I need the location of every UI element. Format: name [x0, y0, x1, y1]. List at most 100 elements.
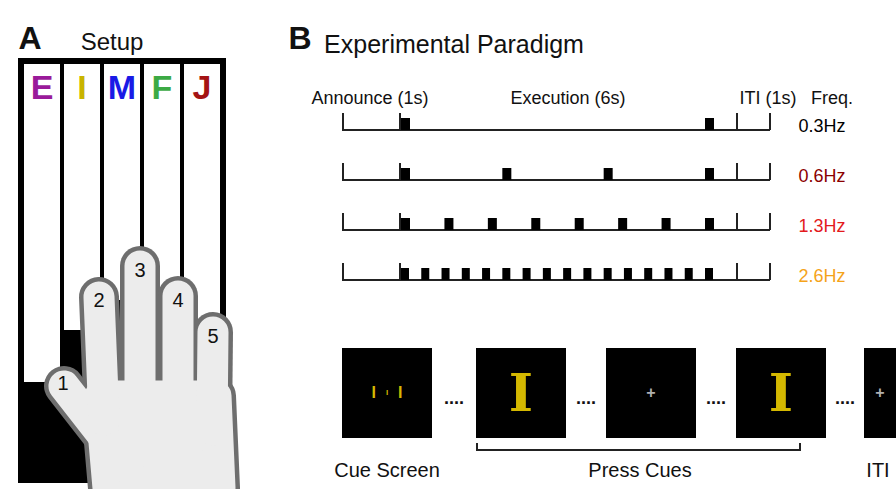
press-event	[705, 268, 713, 280]
press-cue-screen: I	[476, 348, 566, 438]
press-event	[583, 268, 591, 280]
frequency-label: 2.6Hz	[798, 267, 845, 285]
frequency-label: 0.3Hz	[798, 117, 845, 135]
screen-symbol: +	[646, 385, 655, 401]
hand-finger	[163, 296, 194, 420]
hand-finger	[212, 332, 213, 430]
press-event	[523, 268, 531, 280]
screen-symbol: I	[769, 367, 793, 419]
hand-finger	[125, 266, 156, 420]
screen-label: ITI	[866, 460, 889, 480]
timeline-tick	[736, 213, 738, 230]
ellipsis: ....	[444, 389, 464, 407]
press-event	[442, 268, 450, 280]
screen-symbol: I	[509, 367, 533, 419]
key-letter: M	[108, 70, 136, 104]
press-event	[618, 218, 627, 230]
timeline-tick	[399, 163, 401, 180]
press-event	[604, 168, 613, 180]
press-event	[662, 218, 671, 230]
ellipsis: ....	[576, 389, 596, 407]
timeline-row	[343, 263, 770, 280]
key-letter: J	[193, 70, 212, 104]
finger-number: 2	[93, 290, 104, 310]
hand-finger	[158, 296, 198, 420]
press-event	[575, 218, 584, 230]
key-letter: E	[31, 70, 54, 104]
press-event	[401, 218, 410, 230]
hand-finger	[120, 266, 160, 420]
timeline-tick	[736, 113, 738, 130]
press-event	[644, 268, 652, 280]
panel-letter: A	[18, 22, 41, 54]
key-letter: F	[152, 70, 173, 104]
panel-title: Setup	[81, 30, 144, 54]
piano-key: E	[24, 64, 60, 382]
press-event	[502, 268, 510, 280]
phase-label: Announce (1s)	[311, 89, 428, 107]
press-event	[401, 268, 409, 280]
press-event	[604, 268, 612, 280]
press-event	[531, 218, 540, 230]
press-event	[705, 118, 714, 130]
timeline-tick	[399, 113, 401, 130]
press-event	[685, 268, 693, 280]
timeline-tick	[399, 263, 401, 280]
screen-symbol: +	[875, 385, 884, 401]
press-event	[421, 268, 429, 280]
screen-symbol: I	[398, 385, 402, 401]
screen-symbol: I	[386, 389, 388, 397]
timeline-row	[343, 113, 770, 130]
iti-screen: +	[864, 348, 896, 438]
press-event	[444, 218, 453, 230]
hand-finger	[99, 297, 104, 420]
timeline-tick	[769, 263, 771, 280]
press-event	[401, 168, 410, 180]
phase-label: Execution (6s)	[510, 89, 625, 107]
press-cue-screen: I	[736, 348, 826, 438]
timeline-row	[343, 163, 770, 180]
press-event	[705, 218, 714, 230]
panel-title: Experimental Paradigm	[324, 32, 584, 57]
press-event	[401, 118, 410, 130]
press-event	[624, 268, 632, 280]
fixation-screen: +	[606, 348, 696, 438]
press-event	[502, 168, 511, 180]
key-letter: I	[77, 70, 86, 104]
timeline-row	[343, 213, 770, 230]
finger-number: 4	[172, 290, 183, 310]
timeline-axis	[343, 163, 770, 180]
cue-screen: III	[342, 348, 432, 438]
screen-label: Cue Screen	[334, 460, 440, 480]
timeline-tick	[736, 163, 738, 180]
press-event	[705, 168, 714, 180]
press-event	[462, 268, 470, 280]
finger-number: 1	[57, 373, 68, 393]
timeline-tick	[769, 163, 771, 180]
timeline-axis	[343, 263, 770, 280]
ellipsis: ....	[835, 389, 855, 407]
hand-finger	[99, 297, 104, 420]
press-event	[488, 218, 497, 230]
press-event	[563, 268, 571, 280]
panel-letter: B	[288, 22, 311, 54]
screen-symbol: I	[371, 385, 375, 401]
timeline-axis	[343, 213, 770, 230]
timeline-tick	[399, 213, 401, 230]
screen-label: Press Cues	[588, 460, 691, 480]
timelines	[343, 113, 770, 280]
press-event	[543, 268, 551, 280]
timeline-tick	[769, 113, 771, 130]
ellipsis: ....	[706, 389, 726, 407]
frequency-label: 1.3Hz	[798, 217, 845, 235]
finger-number: 5	[207, 326, 218, 346]
press-event	[482, 268, 490, 280]
phase-label: ITI (1s)	[740, 89, 797, 107]
timeline-axis	[343, 113, 770, 130]
column-header: Freq.	[811, 89, 853, 107]
frequency-label: 0.6Hz	[798, 167, 845, 185]
timeline-tick	[736, 263, 738, 280]
timeline-tick	[769, 213, 771, 230]
press-cues-bracket	[477, 443, 800, 450]
